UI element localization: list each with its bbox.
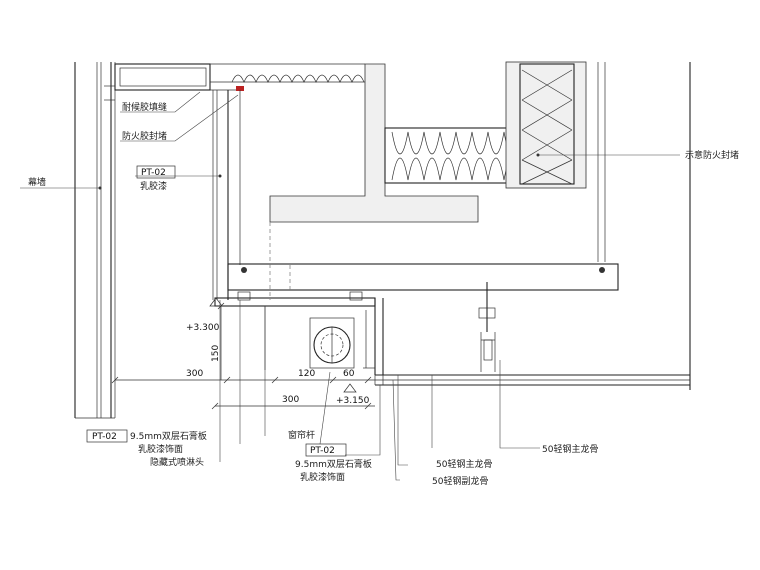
curtain-wall-mullion [74, 62, 116, 419]
curtain-box-dashed [269, 222, 291, 300]
label-fire-stop-indicative: 示意防火封堵 [685, 149, 739, 161]
tag-pt02-left: PT-02 [92, 432, 117, 442]
label-curtain-rod: 窗帘杆 [288, 429, 315, 441]
suspension-hanger [478, 282, 496, 372]
dimension-60: 60 [343, 369, 355, 379]
label-latex-finish-mid: 乳胶漆饰面 [300, 471, 345, 483]
label-curtain-wall: 幕墙 [28, 176, 46, 188]
tag-pt02-mid: PT-02 [310, 446, 335, 456]
upper-insulation [210, 63, 365, 91]
fire-stop-insulation [384, 127, 521, 184]
label-latex-finish-left: 乳胶漆饰面 [138, 443, 183, 455]
label-concealed-sprinkler: 隐藏式喷淋头 [150, 456, 204, 468]
label-gypsum-left: 9.5mm双层石膏板 [130, 430, 207, 442]
dimension-120: 120 [298, 369, 315, 379]
window-frame-top [104, 63, 240, 101]
label-fire-sealant: 防火胶封堵 [122, 130, 167, 142]
tag-box-pt02-top [136, 165, 176, 179]
wall-lining [212, 90, 241, 300]
dimension-300-a: 300 [186, 369, 203, 379]
elevation-lower: +3.150 [336, 396, 370, 406]
dimension-lines [111, 297, 375, 410]
ceiling-line [374, 374, 690, 386]
concrete-beam [269, 63, 479, 223]
dimension-150: 150 [211, 345, 221, 362]
label-weatherproof-sealant: 耐候胶填缝 [122, 101, 167, 113]
tag-box-pt02-left [86, 429, 128, 443]
tag-pt02-top: PT-02 [141, 168, 166, 178]
tag-box-pt02-mid [305, 443, 347, 457]
right-column [505, 61, 691, 390]
ceiling-carrier [227, 263, 619, 291]
label-latex-paint-top: 乳胶漆 [140, 180, 167, 192]
label-main-keel-mid: 50轻钢主龙骨 [436, 458, 492, 470]
label-main-keel-right: 50轻钢主龙骨 [542, 443, 598, 455]
dimension-300-b: 300 [282, 395, 299, 405]
curtain-rod [309, 317, 355, 369]
elevation-upper: +3.300 [186, 323, 220, 333]
leaders [20, 91, 680, 481]
label-sub-keel: 50轻钢副龙骨 [432, 475, 488, 487]
label-gypsum-mid: 9.5mm双层石膏板 [295, 458, 372, 470]
